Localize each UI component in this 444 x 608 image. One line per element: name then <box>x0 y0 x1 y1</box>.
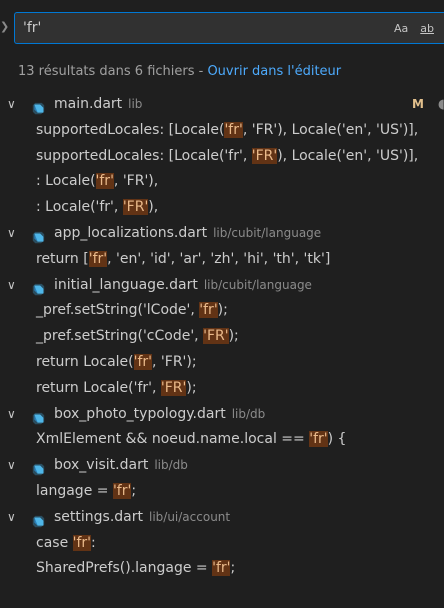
dart-icon <box>32 99 45 115</box>
file-name: settings.dart lib/ui/account <box>54 505 230 531</box>
match-suffix: : <box>91 534 96 551</box>
match-highlight: 'fr' <box>95 173 114 190</box>
match-suffix: ), Locale('en', 'US')], <box>277 147 419 164</box>
match-highlight: 'fr' <box>212 560 231 577</box>
match-prefix: return Locale( <box>36 353 134 370</box>
chevron-down-icon[interactable]: ∨ <box>7 225 16 240</box>
file-name-label: box_photo_typology.dart <box>54 405 226 422</box>
match-suffix: ); <box>186 379 197 396</box>
dart-icon <box>32 460 45 476</box>
modified-badge: M <box>412 97 424 111</box>
file-path: lib/db <box>231 406 266 421</box>
chevron-down-icon[interactable]: ∨ <box>7 458 16 473</box>
match-row[interactable]: return Locale('fr', 'FR'); <box>0 376 444 402</box>
match-prefix: : Locale('fr', <box>36 199 123 216</box>
chevron-down-icon[interactable]: ∨ <box>7 406 16 421</box>
match-prefix: XmlElement && noeud.name.local == <box>36 431 310 448</box>
match-row[interactable]: supportedLocales: [Locale('fr', 'FR'), L… <box>0 118 444 144</box>
match-suffix: , 'FR'), Locale('en', 'US')], <box>242 121 419 138</box>
match-prefix: langage = <box>36 482 113 499</box>
match-row[interactable]: XmlElement && noeud.name.local == 'fr') … <box>0 427 444 453</box>
file-row[interactable]: ∨ box_photo_typology.dart lib/db <box>0 402 444 428</box>
file-name: box_photo_typology.dart lib/db <box>54 402 265 428</box>
match-highlight: 'fr' <box>112 482 132 499</box>
match-suffix: , 'en', 'id', 'ar', 'zh', 'hi', 'th', 't… <box>107 250 331 267</box>
match-prefix: : Locale( <box>36 173 96 190</box>
file-row[interactable]: ∨ initial_language.dart lib/cubit/language <box>0 273 444 299</box>
results-count: 13 résultats dans 6 fichiers - <box>18 64 208 79</box>
file-name: box_visit.dart lib/db <box>54 453 188 479</box>
toggle-replace-chevron-icon[interactable]: ❯ <box>0 20 10 33</box>
file-name-label: box_visit.dart <box>54 457 149 474</box>
file-name-label: settings.dart <box>54 508 143 525</box>
match-row[interactable]: _pref.setString('lCode', 'fr'); <box>0 298 444 324</box>
chevron-down-icon[interactable]: ∨ <box>7 277 16 292</box>
match-highlight: 'fr' <box>133 353 153 370</box>
match-prefix: return [ <box>36 250 89 267</box>
results-tree: ∨ main.dart lib M ◖ supportedLocales: [Locale… <box>0 92 444 582</box>
match-case-button[interactable]: Aa <box>394 21 409 35</box>
match-prefix: _pref.setString('cCode', <box>36 328 204 345</box>
match-highlight: 'FR' <box>160 379 187 396</box>
match-prefix: return Locale('fr', <box>36 379 161 396</box>
match-highlight: 'FR' <box>251 147 278 164</box>
match-whole-word-button[interactable]: ab <box>420 21 434 35</box>
dart-icon <box>32 512 45 527</box>
dart-icon <box>32 280 45 295</box>
match-highlight: 'fr' <box>224 121 243 138</box>
match-row[interactable]: case 'fr': <box>0 531 444 557</box>
file-row[interactable]: ∨ box_visit.dart lib/db <box>0 453 444 479</box>
match-prefix: supportedLocales: [Locale('fr', <box>36 147 252 164</box>
match-prefix: SharedPrefs().langage = <box>36 560 213 577</box>
match-suffix: , 'FR'); <box>152 353 197 370</box>
match-suffix: , 'FR'), <box>113 173 159 190</box>
match-suffix: ); <box>217 302 228 319</box>
file-name-label: main.dart <box>54 96 123 112</box>
search-input[interactable] <box>15 12 392 44</box>
match-highlight: 'fr' <box>309 431 328 448</box>
status-dot: ◖ <box>438 97 444 112</box>
match-suffix: ), <box>148 199 159 216</box>
match-highlight: 'fr' <box>199 302 218 319</box>
chevron-down-icon[interactable]: ∨ <box>7 509 16 524</box>
match-highlight: 'fr' <box>72 534 92 551</box>
search-box[interactable]: Aa ab <box>14 12 444 44</box>
match-prefix: supportedLocales: [Locale( <box>36 121 225 138</box>
file-name-label: app_localizations.dart <box>54 224 208 241</box>
match-row[interactable]: _pref.setString('cCode', 'FR'); <box>0 324 444 350</box>
match-row[interactable]: return ['fr', 'en', 'id', 'ar', 'zh', 'h… <box>0 247 444 273</box>
file-row[interactable]: ∨ app_localizations.dart lib/cubit/languag… <box>0 221 444 247</box>
dart-icon <box>32 228 45 244</box>
match-highlight: 'FR' <box>122 199 149 216</box>
match-row[interactable]: supportedLocales: [Locale('fr', 'FR'), L… <box>0 144 444 170</box>
match-row[interactable]: SharedPrefs().langage = 'fr'; <box>0 556 444 582</box>
file-path: lib/ui/account <box>149 509 231 524</box>
match-row[interactable]: langage = 'fr'; <box>0 479 444 505</box>
match-prefix: case <box>36 534 73 551</box>
file-name: main.dart lib <box>54 92 142 118</box>
match-suffix: ) { <box>327 431 347 448</box>
file-path: lib/cubit/language <box>203 277 312 292</box>
dart-icon <box>32 409 45 424</box>
file-path: lib <box>128 97 143 111</box>
match-row[interactable]: return Locale('fr', 'FR'); <box>0 350 444 376</box>
results-summary: 13 résultats dans 6 fichiers - Ouvrir da… <box>18 64 341 79</box>
match-prefix: _pref.setString('lCode', <box>36 302 200 319</box>
chevron-down-icon[interactable]: ∨ <box>7 97 16 111</box>
file-name-label: initial_language.dart <box>54 276 198 293</box>
match-row[interactable]: : Locale('fr', 'FR'), <box>0 195 444 221</box>
file-path: lib/db <box>154 458 188 473</box>
file-row[interactable]: ∨ main.dart lib M ◖ <box>0 92 444 118</box>
match-highlight: 'FR' <box>203 328 229 345</box>
match-highlight: 'fr' <box>88 250 108 267</box>
match-suffix: ; <box>131 482 137 499</box>
open-in-editor-link[interactable]: Ouvrir dans l'éditeur <box>207 64 342 79</box>
match-suffix: ); <box>228 328 239 345</box>
match-suffix: ; <box>230 560 236 577</box>
file-path: lib/cubit/language <box>213 225 322 240</box>
file-name: app_localizations.dart lib/cubit/language <box>54 221 321 247</box>
file-row[interactable]: ∨ settings.dart lib/ui/account <box>0 505 444 531</box>
file-name: initial_language.dart lib/cubit/language <box>54 273 312 299</box>
match-row[interactable]: : Locale('fr', 'FR'), <box>0 169 444 195</box>
